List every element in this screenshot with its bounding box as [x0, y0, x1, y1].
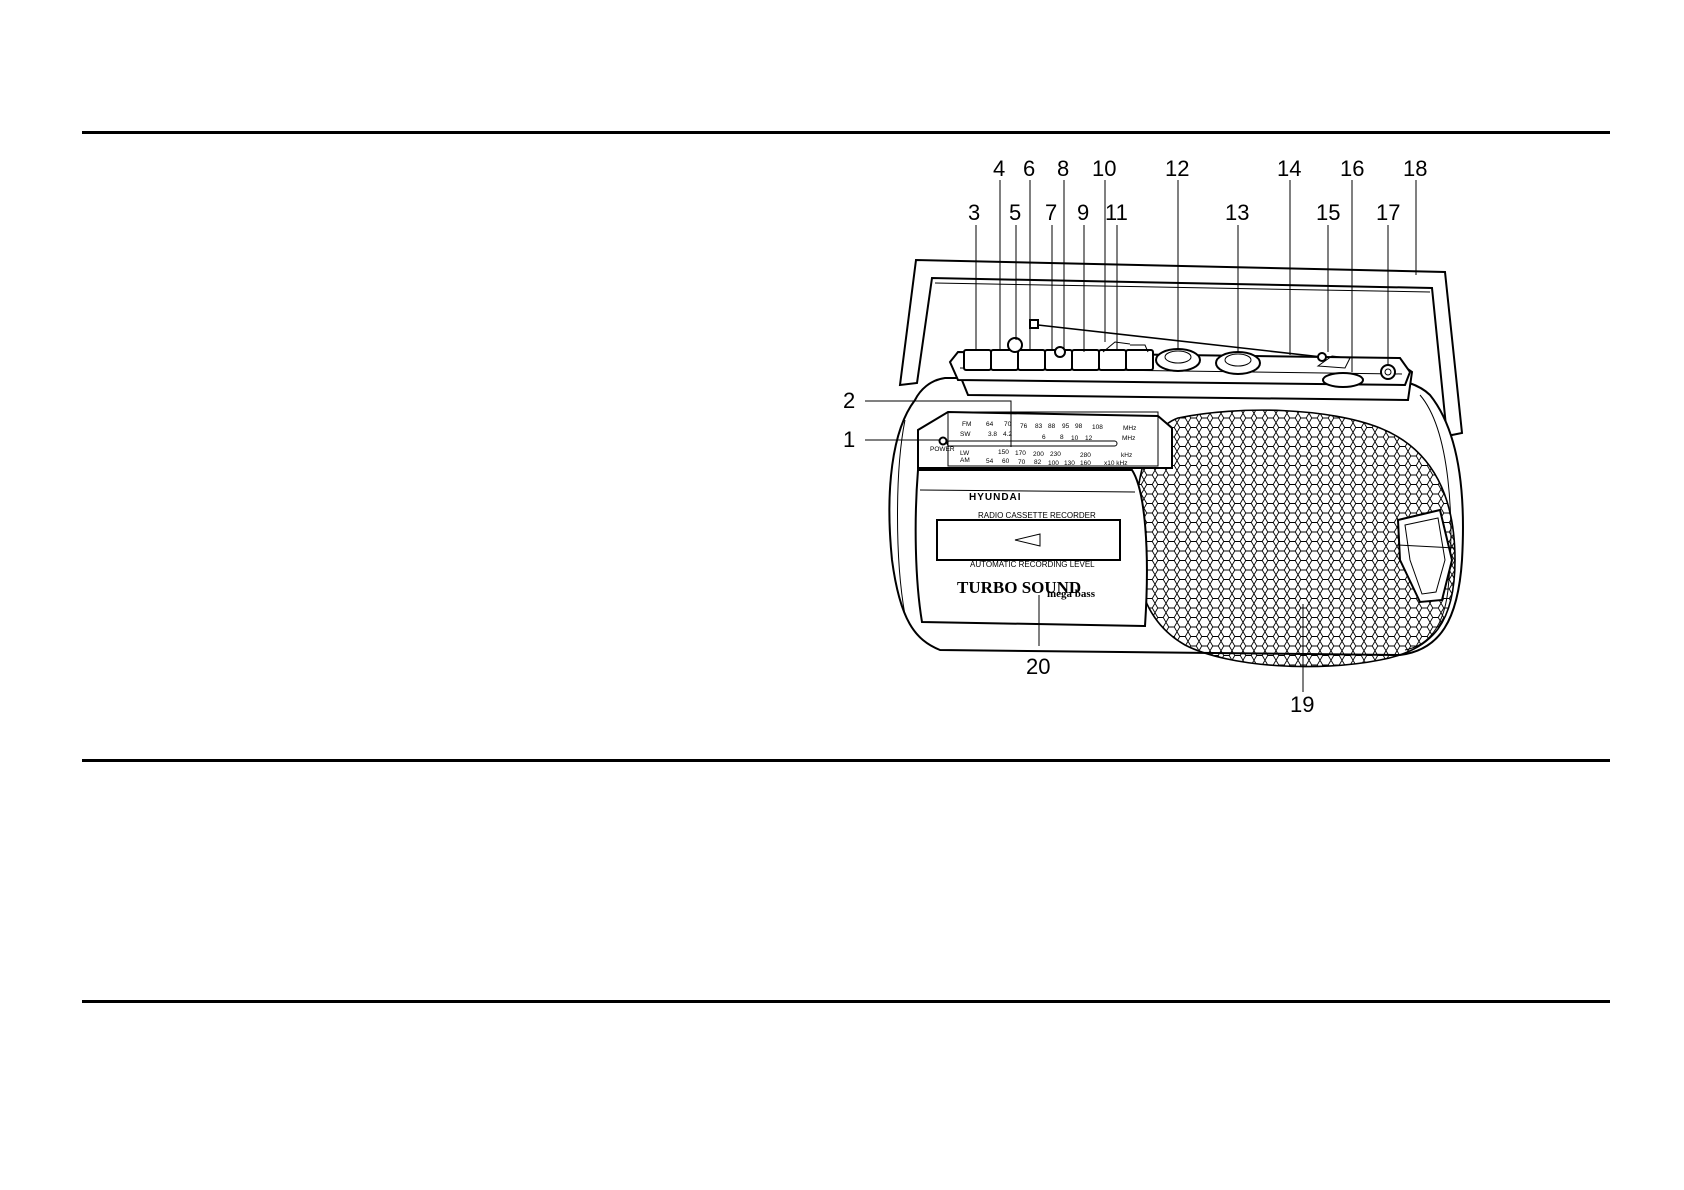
lw-tick: 230 [1050, 451, 1061, 458]
power-indicator: POWER [930, 436, 955, 453]
fm-unit: MHz [1123, 425, 1136, 432]
lw-tick: 170 [1015, 450, 1026, 457]
am-tick: 70 [1018, 459, 1026, 466]
callout-11: 11 [1105, 200, 1128, 225]
sw-tick: 6 [1042, 434, 1046, 441]
antenna [1029, 319, 1351, 369]
sw-tick: 10 [1071, 435, 1079, 442]
mega-bass-label: mega bass [1047, 588, 1096, 600]
sw-unit: MHz [1122, 435, 1135, 442]
sw-tick: 8 [1060, 434, 1064, 441]
lw-unit: kHz [1121, 452, 1132, 459]
callout-12: 12 [1165, 156, 1189, 181]
am-tick: 100 [1048, 460, 1059, 467]
middle-rule [82, 759, 1610, 762]
dial-sw-band: SW [960, 431, 971, 438]
callout-1: 1 [843, 427, 855, 452]
fm-tick: 70 [1004, 421, 1012, 428]
am-unit: x10 kHz [1104, 460, 1127, 467]
callout-6: 6 [1023, 156, 1035, 181]
lw-tick: 150 [998, 449, 1009, 456]
brand-label: HYUNDAI [969, 492, 1022, 503]
fm-tick: 98 [1075, 423, 1083, 430]
lw-tick: 280 [1080, 452, 1091, 459]
callout-19: 19 [1290, 692, 1314, 717]
callout-17: 17 [1376, 200, 1400, 225]
callout-14: 14 [1277, 156, 1301, 181]
sw-tick: 3.8 [988, 431, 997, 438]
turbo-sound-label: TURBO SOUND [957, 578, 1081, 597]
am-tick: 60 [1002, 458, 1010, 465]
fm-tick: 95 [1062, 423, 1070, 430]
sw-tick: 4.2 [1003, 431, 1012, 438]
tuning-dial: FM SW LW AM 64 70 76 83 88 95 98 108 MHz… [917, 410, 1173, 469]
am-tick: 54 [986, 458, 994, 465]
fm-tick: 88 [1048, 423, 1056, 430]
fm-tick: 83 [1035, 423, 1043, 430]
fm-tick: 64 [986, 421, 994, 428]
callout-4: 4 [993, 156, 1005, 181]
knobs [1155, 348, 1396, 388]
dial-fm-band: FM [962, 421, 971, 428]
fm-tick: 108 [1092, 424, 1103, 431]
piano-keys [963, 337, 1154, 371]
callout-8: 8 [1057, 156, 1069, 181]
callout-5: 5 [1009, 200, 1021, 225]
am-tick: 82 [1034, 459, 1042, 466]
callout-16: 16 [1340, 156, 1364, 181]
lw-tick: 200 [1033, 451, 1044, 458]
side-strap-loop [1396, 508, 1456, 604]
callout-20: 20 [1026, 654, 1050, 679]
callout-10: 10 [1092, 156, 1116, 181]
fm-tick: 76 [1020, 423, 1028, 430]
callout-9: 9 [1077, 200, 1089, 225]
dial-am-band: AM [960, 457, 970, 464]
recording-note: AUTOMATIC RECORDING LEVEL [970, 560, 1095, 569]
bottom-rule [82, 1000, 1610, 1003]
callout-15: 15 [1316, 200, 1340, 225]
callout-numbers: 1 2 3 4 5 6 7 8 9 10 11 12 13 14 15 16 1… [843, 156, 1427, 717]
leader-lines [865, 180, 1417, 692]
sw-tick: 12 [1085, 435, 1093, 442]
callout-2: 2 [843, 388, 855, 413]
top-rule [82, 131, 1610, 134]
callout-18: 18 [1403, 156, 1427, 181]
dial-lw-band: LW [960, 450, 970, 457]
panel-subtitle: RADIO CASSETTE RECORDER [978, 511, 1096, 520]
callout-3: 3 [968, 200, 980, 225]
am-tick: 160 [1080, 460, 1091, 467]
cassette-panel: HYUNDAI RADIO CASSETTE RECORDER AUTOMATI… [914, 469, 1148, 628]
callout-7: 7 [1045, 200, 1057, 225]
callout-13: 13 [1225, 200, 1249, 225]
power-label: POWER [930, 446, 955, 453]
am-tick: 130 [1064, 460, 1075, 467]
